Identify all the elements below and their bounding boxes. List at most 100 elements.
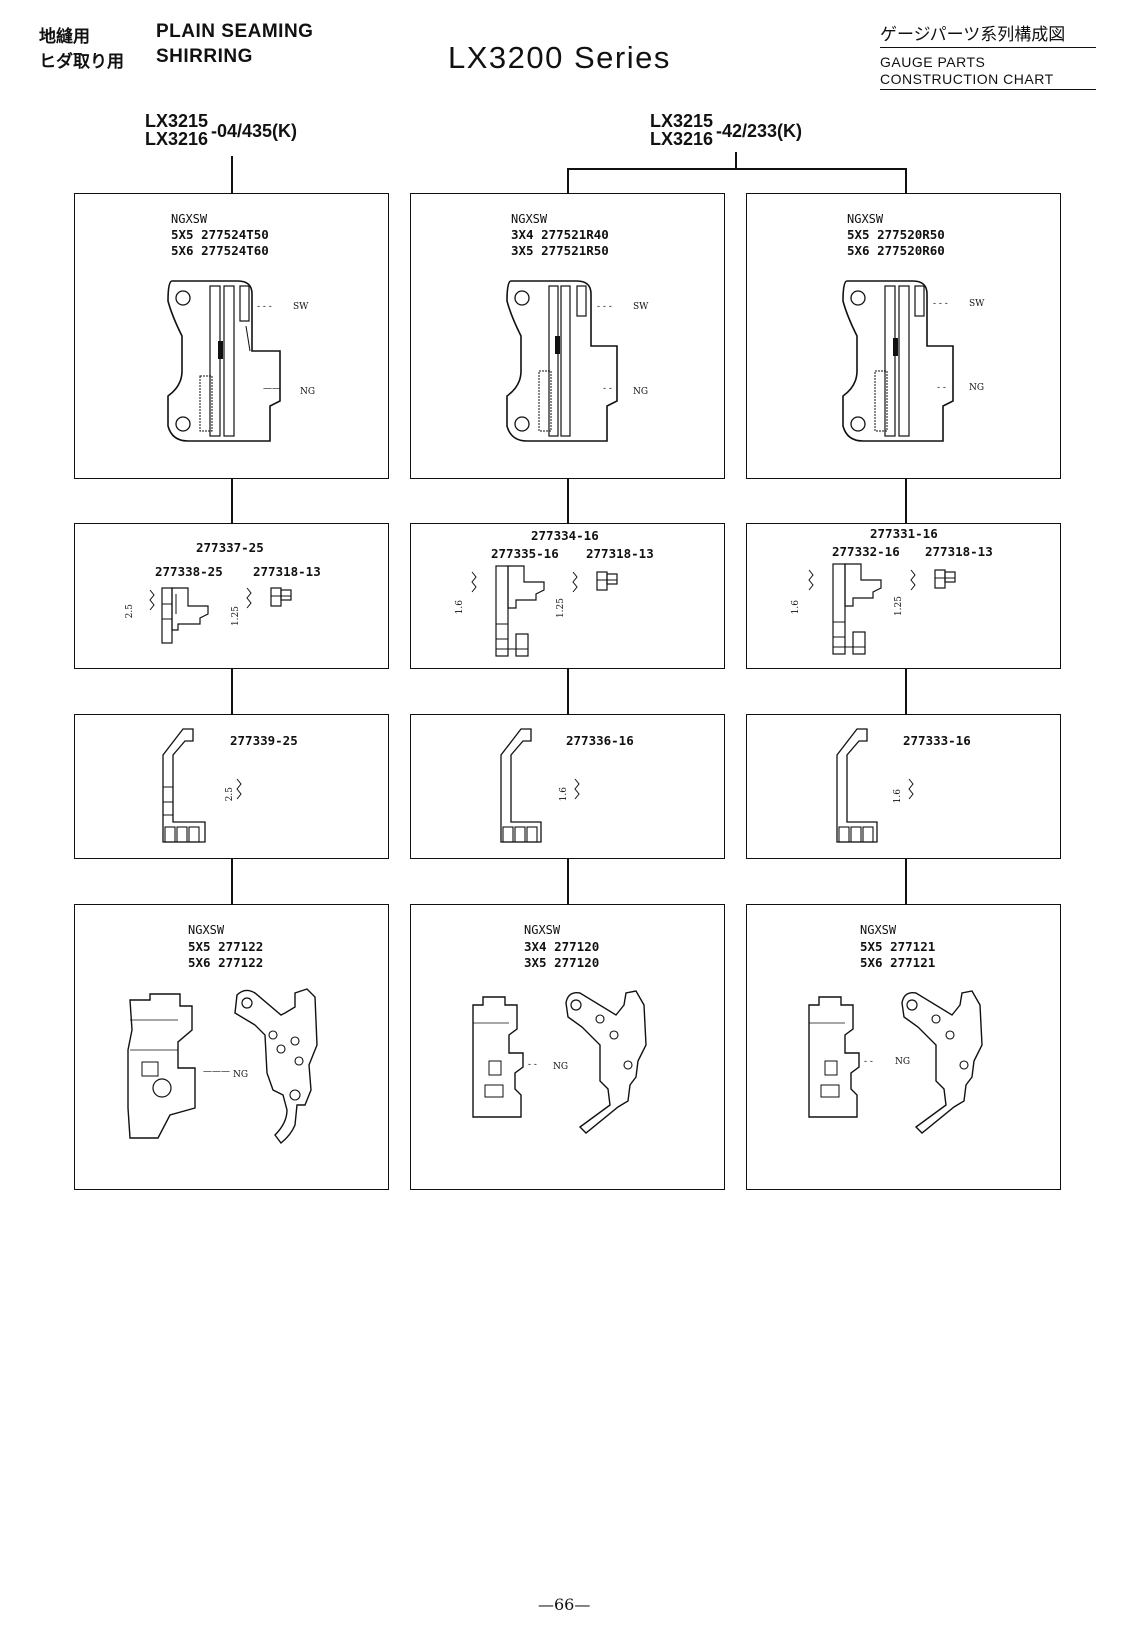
spec-row: 5X6 277121 xyxy=(860,955,936,970)
sw-pointer: - - - xyxy=(597,302,612,312)
shirring-label: SHIRRING xyxy=(156,46,253,67)
presser-foot-drawing xyxy=(808,996,860,1118)
ng-pointer: - - xyxy=(937,383,946,393)
part-number: 277333-16 xyxy=(903,733,971,748)
connector-line xyxy=(231,156,233,193)
ng-pointer: ——— xyxy=(203,1067,230,1077)
presser-foot-box: NGXSW 5X5 277121 5X6 277121 - - NG xyxy=(746,904,1061,1190)
dimension-label: 1.6 xyxy=(893,789,903,804)
feed-dog-small-drawing xyxy=(246,587,292,609)
spec-row: 5X6 277524T60 xyxy=(171,243,269,258)
dimension-label: 1.25 xyxy=(231,606,241,627)
series-title: LX3200 Series xyxy=(448,40,671,75)
part-number: 277331-16 xyxy=(870,526,938,541)
connector-line xyxy=(567,168,569,193)
presser-box: 277336-16 1.6 xyxy=(410,714,725,859)
connector-line xyxy=(567,669,569,714)
ng-label: NG xyxy=(895,1057,911,1067)
spec-row: 5X5 277524T50 xyxy=(171,227,269,242)
presser-foot-box: NGXSW 5X5 277122 5X6 277122 ——— NG xyxy=(74,904,389,1190)
model-label-left: LX3215 LX3216 xyxy=(145,112,208,148)
dimension-label: 1.25 xyxy=(894,596,904,617)
part-number: 277337-25 xyxy=(196,540,264,555)
ngxsw-heading: NGXSW xyxy=(171,212,208,226)
feed-dog-drawing xyxy=(149,587,209,644)
feed-dog-drawing xyxy=(471,565,545,657)
spec-row: 5X6 277122 xyxy=(188,955,264,970)
plain-seaming-label: PLAIN SEAMING xyxy=(156,21,314,42)
presser-arm-drawing xyxy=(565,990,647,1134)
ng-label: NG xyxy=(300,387,316,397)
dimension-label: 1.6 xyxy=(455,600,465,615)
part-number: 277334-16 xyxy=(531,528,599,543)
connector-line xyxy=(905,478,907,523)
ng-pointer: - - xyxy=(864,1057,873,1067)
ng-pointer: —— xyxy=(263,384,281,394)
sw-pointer: - - - xyxy=(933,299,948,309)
connector-line xyxy=(231,669,233,714)
model-lx3215: LX3215 xyxy=(145,111,209,131)
part-number: 277318-13 xyxy=(925,544,993,559)
throat-plate-drawing xyxy=(167,280,281,442)
feed-dog-small-drawing xyxy=(910,569,956,591)
spec-row: 3X5 277521R50 xyxy=(511,243,609,258)
dimension-label: 1.6 xyxy=(559,787,569,802)
construction-chart-label: CONSTRUCTION CHART xyxy=(880,71,1096,90)
jp-label-shirring: ヒダ取り用 xyxy=(39,52,124,72)
spec-row: 3X4 277120 xyxy=(524,939,600,954)
stitch-marker xyxy=(574,778,580,800)
ngxsw-heading: NGXSW xyxy=(188,923,225,937)
connector-line xyxy=(567,859,569,904)
spec-row: 5X5 277520R50 xyxy=(847,227,945,242)
presser-drawing xyxy=(836,728,878,843)
part-number: 277338-25 xyxy=(155,564,223,579)
presser-foot-drawing xyxy=(472,996,524,1118)
feed-dog-box: 277331-16 277332-16 277318-13 1.6 1.25 xyxy=(746,523,1061,669)
feed-dog-drawing xyxy=(808,563,882,655)
sw-label: SW xyxy=(293,302,309,312)
part-number: 277335-16 xyxy=(491,546,559,561)
jp-label-plain-seaming: 地縫用 xyxy=(39,27,90,47)
presser-foot-box: NGXSW 3X4 277120 3X5 277120 - - NG xyxy=(410,904,725,1190)
connector-line xyxy=(735,152,737,170)
dimension-label: 1.25 xyxy=(556,598,566,619)
jp-chart-title: ゲージパーツ系列構成図 xyxy=(880,20,1096,48)
sw-pointer: - - - xyxy=(257,302,272,312)
feed-dog-box: 277334-16 277335-16 277318-13 1.6 1.25 xyxy=(410,523,725,669)
spec-row: 5X5 277121 xyxy=(860,939,936,954)
connector-line xyxy=(231,478,233,523)
ngxsw-heading: NGXSW xyxy=(860,923,897,937)
model-lx3216: LX3216 xyxy=(145,129,209,149)
part-number: 277332-16 xyxy=(832,544,900,559)
spec-row: 5X5 277122 xyxy=(188,939,264,954)
model-lx3216: LX3216 xyxy=(650,129,714,149)
feed-dog-box: 277337-25 277338-25 277318-13 2.5 1.25 xyxy=(74,523,389,669)
presser-drawing xyxy=(500,728,542,843)
throat-plate-box: NGXSW 5X5 277524T50 5X6 277524T60 - - - … xyxy=(74,193,389,479)
ngxsw-heading: NGXSW xyxy=(511,212,548,226)
presser-box: 277333-16 1.6 xyxy=(746,714,1061,859)
connector-line xyxy=(905,859,907,904)
ng-label: NG xyxy=(233,1070,249,1080)
throat-plate-box: NGXSW 5X5 277520R50 5X6 277520R60 - - - … xyxy=(746,193,1061,479)
dimension-label: 2.5 xyxy=(225,787,235,802)
gauge-parts-label: GAUGE PARTS xyxy=(880,54,986,70)
model-suffix-right: -42/233(K) xyxy=(716,121,803,141)
page-number: —66— xyxy=(538,1595,591,1614)
sw-label: SW xyxy=(633,302,649,312)
ngxsw-heading: NGXSW xyxy=(847,212,884,226)
model-lx3215: LX3215 xyxy=(650,111,714,131)
ng-pointer: - - xyxy=(528,1060,537,1070)
stitch-marker xyxy=(908,778,914,800)
spec-row: 3X5 277120 xyxy=(524,955,600,970)
connector-line xyxy=(905,168,907,193)
model-suffix-left: -04/435(K) xyxy=(211,121,298,141)
presser-foot-drawing xyxy=(127,993,196,1139)
stitch-marker xyxy=(236,778,242,800)
part-number: 277318-13 xyxy=(253,564,321,579)
model-label-right: LX3215 LX3216 xyxy=(650,112,713,148)
spec-row: 5X6 277520R60 xyxy=(847,243,945,258)
dimension-label: 2.5 xyxy=(125,604,135,619)
connector-line xyxy=(231,859,233,904)
part-number: 277336-16 xyxy=(566,733,634,748)
